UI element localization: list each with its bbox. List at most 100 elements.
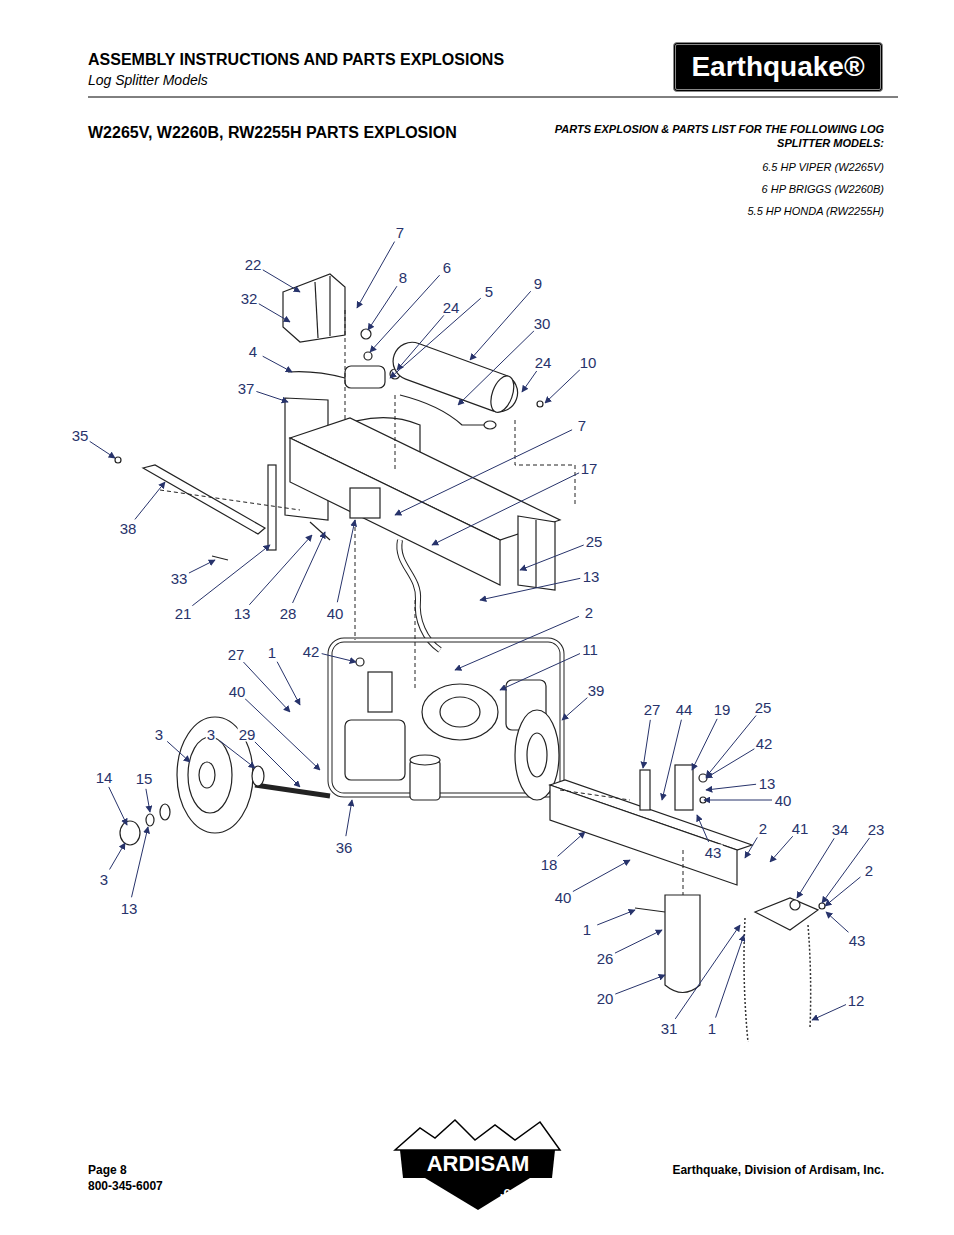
- leader-line: [220, 741, 255, 768]
- callout-number: 13: [758, 776, 777, 791]
- callout-number: 13: [233, 606, 252, 621]
- callout-number: 20: [596, 991, 615, 1006]
- exploded-parts: [115, 274, 825, 993]
- leader-line: [263, 356, 292, 372]
- leader-line: [706, 716, 756, 777]
- callout-number: 21: [174, 606, 193, 621]
- callout-number: 1: [707, 1021, 717, 1036]
- leader-line: [520, 545, 584, 570]
- leader-line: [110, 843, 125, 869]
- leader-line: [470, 291, 531, 360]
- leader-line: [255, 742, 300, 787]
- page-text: 5.5 HP HONDA (RW2255H): [747, 205, 884, 219]
- page-text: W2265V, W2260B, RW2255H PARTS EXPLOSION: [88, 123, 457, 143]
- leader-line: [146, 789, 150, 812]
- leader-line: [770, 836, 793, 862]
- logo-text: .com: [500, 1184, 530, 1200]
- leader-line: [545, 370, 580, 403]
- callout-number: 43: [848, 933, 867, 948]
- page-text: PARTS EXPLOSION & PARTS LIST FOR THE FOL…: [524, 123, 884, 151]
- callout-number: 15: [135, 771, 154, 786]
- callout-number: 33: [170, 571, 189, 586]
- logo-text: Earthquake®: [691, 51, 864, 83]
- page-text: 800-345-6007: [88, 1179, 163, 1194]
- callout-number: 7: [577, 418, 587, 433]
- callout-number: 36: [335, 840, 354, 855]
- ardisam-logo: [395, 1120, 560, 1210]
- leader-line: [812, 1005, 846, 1020]
- callout-number: 29: [238, 727, 257, 742]
- leader-line: [368, 286, 397, 330]
- leader-line: [277, 662, 300, 705]
- callout-number: 35: [71, 428, 90, 443]
- leader-line: [189, 560, 215, 573]
- leader-line: [370, 275, 440, 352]
- leader-line: [480, 578, 580, 600]
- callout-number: 24: [534, 355, 553, 370]
- callout-number: 5: [484, 284, 494, 299]
- callout-number: 3: [99, 872, 109, 887]
- callout-number: 2: [758, 821, 768, 836]
- leader-line: [643, 720, 650, 768]
- callout-number: 43: [704, 845, 723, 860]
- leader-line: [615, 930, 662, 953]
- callout-number: 42: [302, 644, 321, 659]
- callout-number: 14: [95, 770, 114, 785]
- page-text: 6 HP BRIGGS (W2260B): [762, 183, 884, 197]
- leader-line: [256, 391, 288, 402]
- assembly-guide-lines: [160, 310, 683, 895]
- callout-number: 40: [228, 684, 247, 699]
- callout-number: 6: [442, 260, 452, 275]
- leader-line: [258, 304, 290, 322]
- callout-number: 7: [395, 225, 405, 240]
- leader-line: [432, 473, 579, 545]
- callout-number: 31: [660, 1021, 679, 1036]
- callout-number: 27: [643, 702, 662, 717]
- callout-number: 2: [864, 863, 874, 878]
- page-text: Page 8: [88, 1163, 127, 1178]
- callout-number: 24: [442, 300, 461, 315]
- leader-line: [167, 741, 190, 762]
- callout-number: 17: [580, 461, 599, 476]
- leader-line: [397, 315, 444, 370]
- page-heading: ASSEMBLY INSTRUCTIONS AND PARTS EXPLOSIO…: [88, 51, 504, 69]
- leader-line: [675, 925, 740, 1019]
- callout-number: 18: [540, 857, 559, 872]
- callout-number: 44: [675, 702, 694, 717]
- callout-number: 30: [533, 316, 552, 331]
- callout-number: 1: [582, 922, 592, 937]
- callout-number: 19: [713, 702, 732, 717]
- leader-line: [89, 441, 115, 458]
- callout-number: 32: [240, 291, 259, 306]
- leader-line: [597, 910, 635, 925]
- callout-number: 27: [227, 647, 246, 662]
- leader-line: [346, 800, 352, 836]
- callout-number: 40: [774, 793, 793, 808]
- callout-number: 23: [867, 822, 886, 837]
- leader-line: [557, 832, 585, 857]
- leader-line: [522, 371, 537, 392]
- callout-number: 40: [554, 890, 573, 905]
- leader-line: [262, 270, 300, 292]
- callout-number: 9: [533, 276, 543, 291]
- callout-number: 13: [582, 569, 601, 584]
- callout-number: 1: [267, 645, 277, 660]
- callout-number: 25: [585, 534, 604, 549]
- leader-line: [822, 838, 870, 903]
- callout-number: 3: [206, 727, 216, 742]
- callout-number: 25: [754, 700, 773, 715]
- callout-number: 28: [279, 606, 298, 621]
- leader-line: [704, 800, 772, 801]
- callout-number: 2: [584, 605, 594, 620]
- logo-text: ARDISAM: [427, 1150, 530, 1178]
- leader-line: [132, 827, 148, 897]
- leader-line: [745, 837, 757, 858]
- page-text: Log Splitter Models: [88, 72, 208, 90]
- callout-number: 13: [120, 901, 139, 916]
- leader-line: [562, 697, 588, 720]
- leader-line: [825, 877, 860, 906]
- callout-number: 4: [248, 344, 258, 359]
- callout-number: 3: [154, 727, 164, 742]
- callout-number: 37: [237, 381, 256, 396]
- header-rule: [88, 97, 898, 98]
